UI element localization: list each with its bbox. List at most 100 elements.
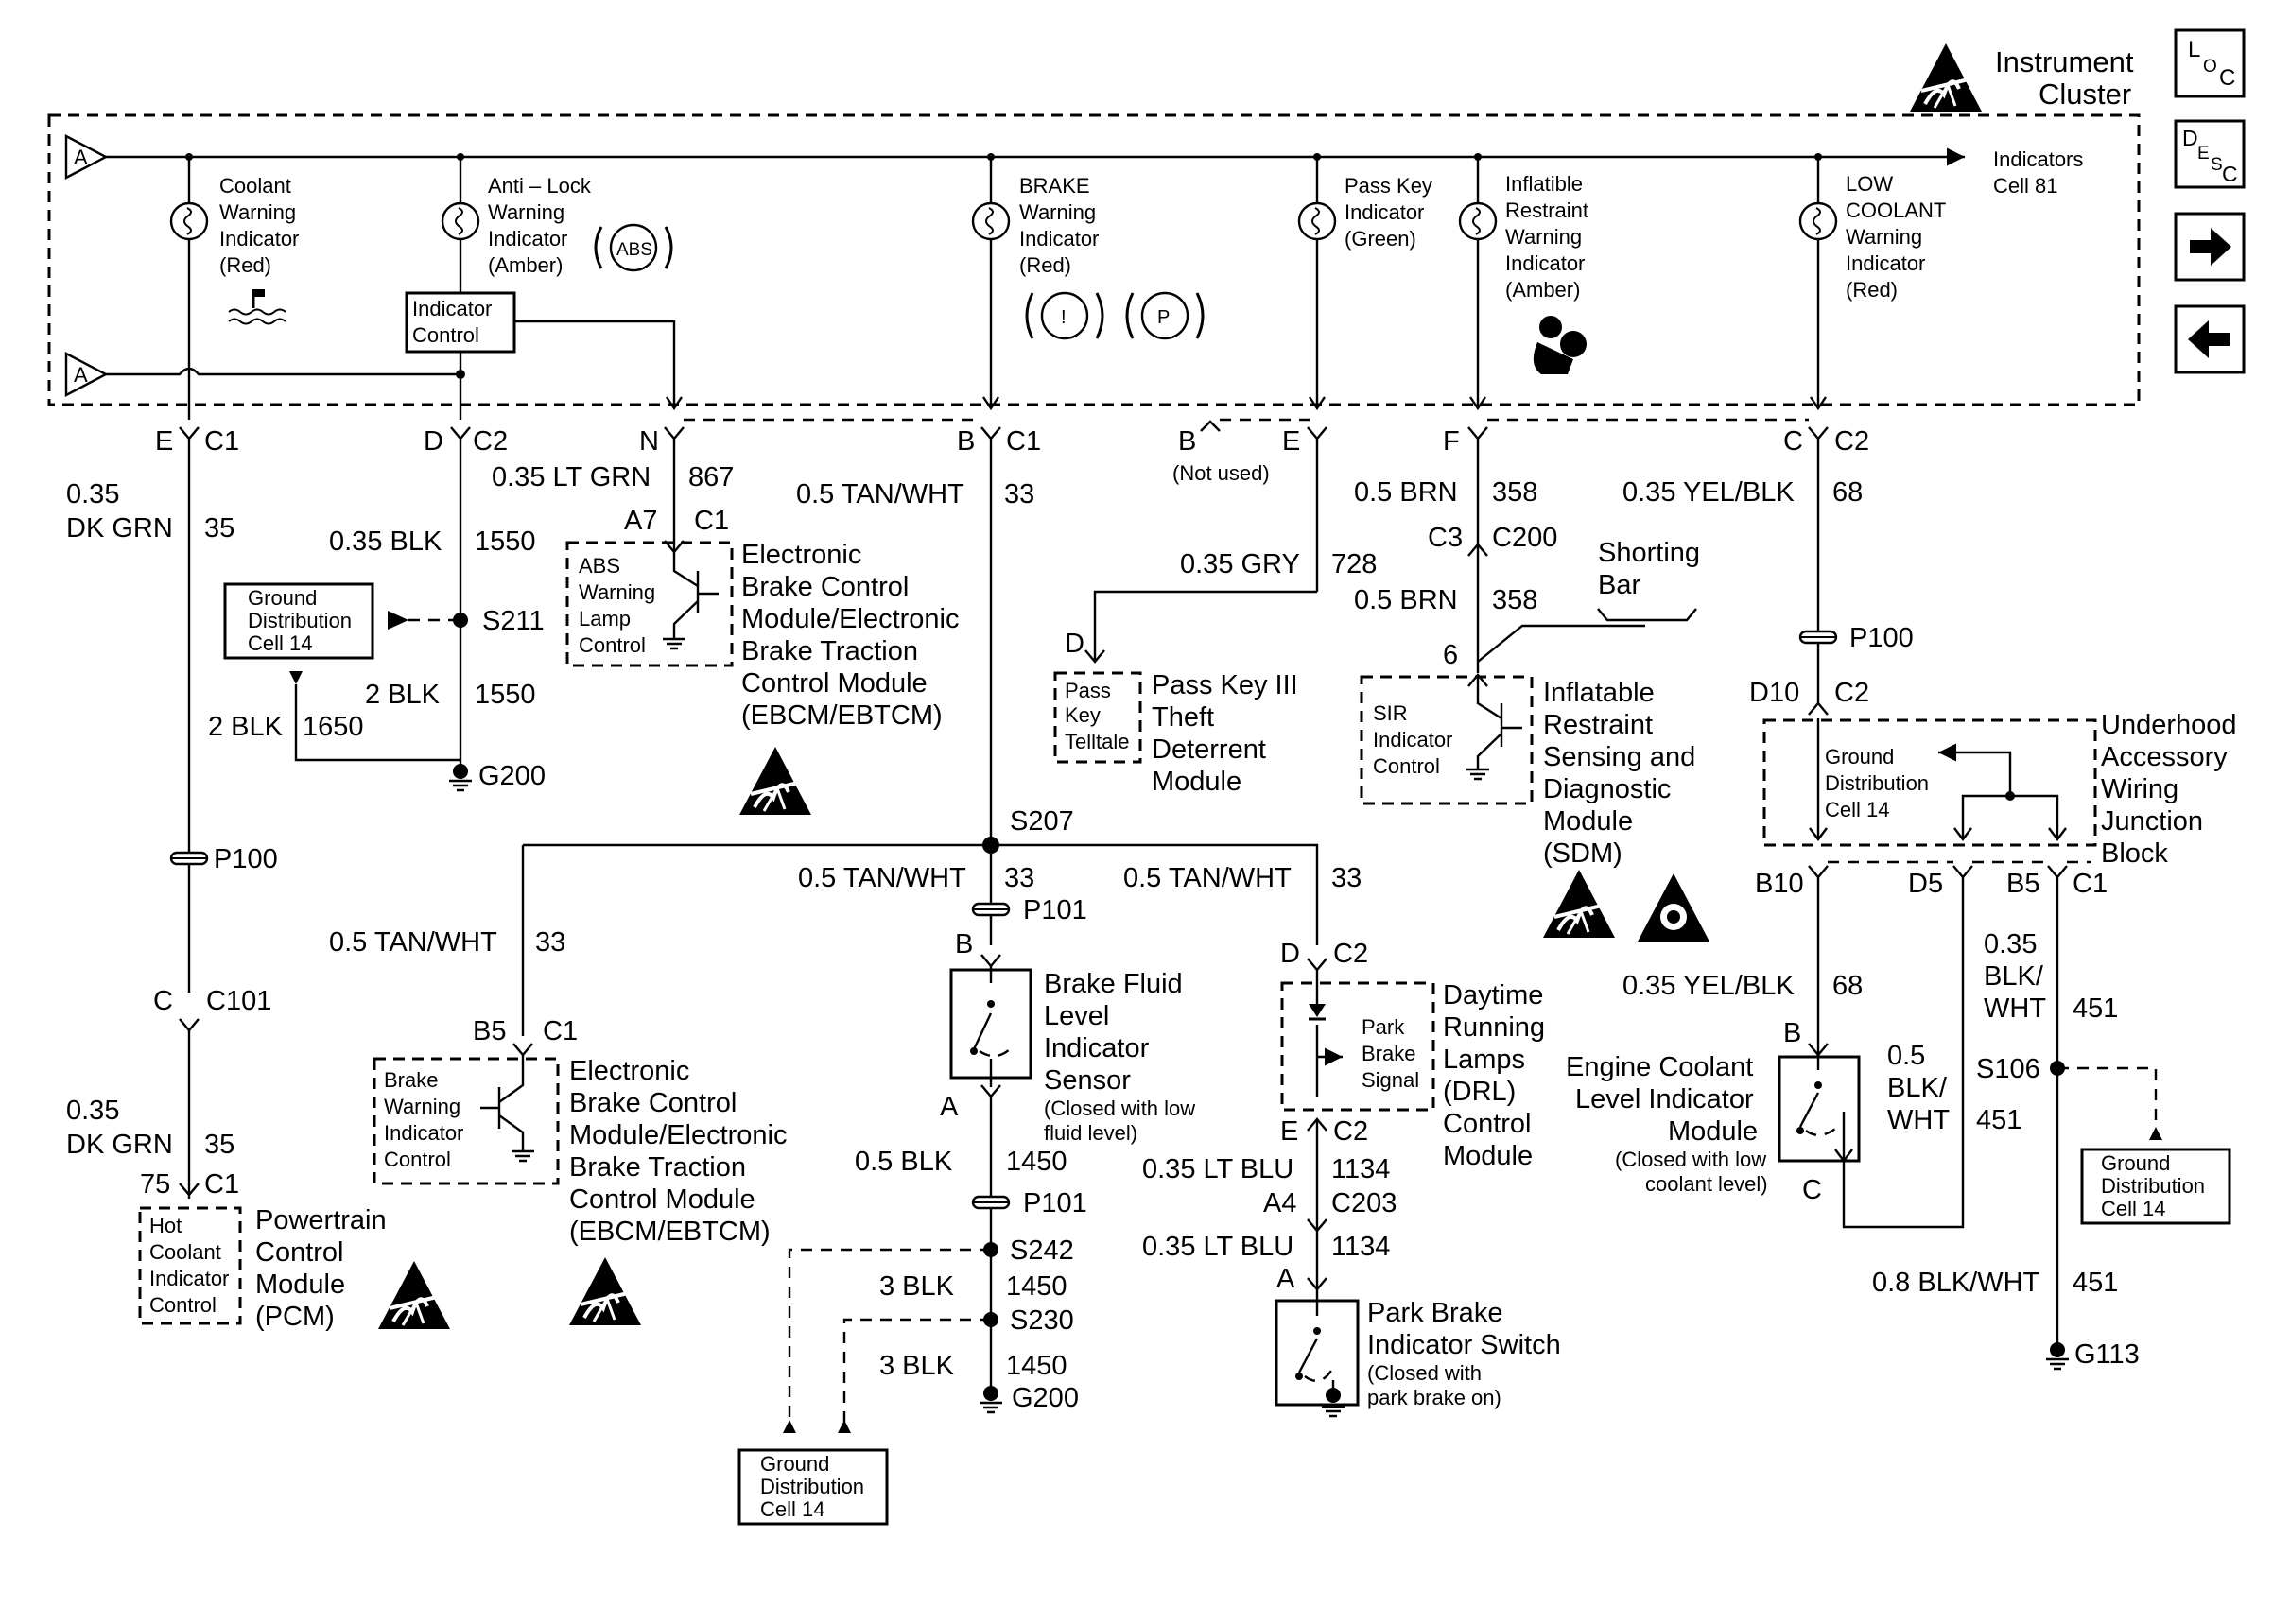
diagram-label: B5	[2006, 869, 2039, 899]
diagram-label: (EBCM/EBTCM)	[741, 700, 943, 731]
diagram-label: (Closed with low	[1615, 1148, 1766, 1171]
diagram-label: 451	[1976, 1105, 2021, 1135]
diagram-label: S	[2211, 155, 2223, 175]
diagram-label: C1	[694, 506, 729, 536]
diagram-label: D5	[1908, 869, 1943, 899]
diagram-label: Coolant	[219, 174, 291, 198]
next-arrow-button[interactable]	[2174, 212, 2246, 282]
diagram-label: Control	[579, 633, 646, 657]
indicators-ref: Indicators	[1993, 147, 2083, 171]
bus-ref-triangle-top	[64, 134, 109, 180]
engine-coolant-level-module: C Engine Coolant Level Indicator Module …	[1566, 1052, 1861, 1205]
diagram-label: DK GRN	[66, 513, 173, 544]
diagram-label: Signal	[1362, 1068, 1419, 1092]
uab-outputs: B10 D5 B5 C1 0.35 YEL/BLK 68 B 0.5 BLK/ …	[1622, 860, 2231, 1371]
diagram-label: A	[1276, 1264, 1295, 1294]
diagram-label: Warning	[384, 1095, 460, 1118]
coolant-temp-icon	[228, 289, 286, 325]
diagram-label: Inflatable	[1543, 678, 1655, 708]
g200-bottom: G200	[1012, 1383, 1079, 1413]
diagram-label: Lamp	[579, 607, 631, 631]
diagram-label: ABS	[616, 240, 652, 260]
diagram-label: BRAKE	[1019, 174, 1090, 198]
diagram-label: Control	[1443, 1109, 1532, 1139]
p101-top: P101	[1023, 895, 1087, 925]
diagram-label: BLK/	[1887, 1073, 1948, 1103]
diagram-label: (Red)	[1846, 278, 1898, 302]
low-coolant-circuit: 0.35 YEL/BLK 68 P100 D10 C2	[1622, 439, 1914, 716]
p100-right: P100	[1849, 623, 1914, 653]
diagram-label: E	[1280, 1116, 1298, 1147]
pass-key-indicator: Pass Key Indicator (Green)	[1297, 157, 1432, 411]
diagram-label: Diagnostic	[1543, 774, 1671, 804]
diagram-label: Cell 14	[1825, 798, 1889, 821]
diagram-label: D	[1065, 629, 1084, 659]
park-brake-icon: P	[1125, 291, 1205, 340]
diagram-label: 451	[2073, 1268, 2118, 1298]
diagram-label: C	[2219, 65, 2235, 91]
diagram-label: 35	[204, 513, 234, 544]
diagram-label: Brake Control	[741, 572, 909, 602]
diagram-label: (Not used)	[1172, 461, 1270, 485]
ebcm-abs-lamp-control: 0.35 LT GRN 867 A7 C1 ABS Warning Lamp C…	[492, 439, 960, 817]
diagram-label: (Closed with	[1367, 1361, 1482, 1385]
back-arrow-button[interactable]	[2174, 304, 2246, 374]
ground-g200-circuit: 0.35 BLK 1550 S211 Ground Distribution C…	[208, 439, 546, 792]
diagram-label: Indicator	[412, 297, 492, 320]
arrow-right-icon	[2190, 228, 2231, 266]
diagram-label: C1	[204, 1169, 239, 1200]
diagram-label: 0.35 BLK	[329, 527, 442, 557]
diagram-label: Level Indicator	[1575, 1084, 1754, 1114]
diagram-label: L	[2188, 37, 2200, 62]
loc-button[interactable]: L O C	[2174, 28, 2246, 98]
diagram-label: Level	[1044, 1001, 1109, 1031]
diagram-label: (Green)	[1345, 227, 1416, 251]
diagram-label: Brake Fluid	[1044, 969, 1183, 999]
esd-sensitive-icon	[737, 745, 813, 817]
diagram-label: BLK/	[1984, 961, 2044, 992]
airbag-warning-icon	[1638, 873, 1709, 942]
bus-ref-triangle-bottom	[64, 352, 109, 397]
diagram-label: Brake Traction	[741, 636, 918, 666]
low-coolant-warning-indicator: LOW COOLANT Warning Indicator (Red)	[1798, 157, 1946, 411]
diagram-label: Deterrent	[1152, 734, 1266, 765]
diagram-label: D	[424, 426, 443, 457]
esd-sensitive-icon	[1908, 42, 1984, 113]
arrow-left-icon	[2188, 320, 2230, 358]
diagram-label: fluid level)	[1044, 1121, 1137, 1145]
underhood-accessory-junction-block: Ground Distribution Cell 14 Underhood Ac…	[1762, 710, 2237, 869]
diagram-label: 451	[2073, 993, 2118, 1024]
diagram-label: C	[153, 986, 173, 1016]
diagram-label: A	[74, 363, 88, 387]
diagram-label: N	[639, 426, 659, 457]
diagram-label: Control	[255, 1237, 344, 1268]
esd-sensitive-icon	[567, 1255, 643, 1327]
diagram-label: 0.35 YEL/BLK	[1622, 477, 1795, 508]
diagram-label: P	[1157, 307, 1170, 328]
diagram-label: 75	[140, 1169, 170, 1200]
diagram-label: 1450	[1006, 1271, 1067, 1302]
diagram-label: Cell 14	[248, 631, 312, 655]
diagram-label: Pass	[1065, 679, 1111, 702]
diagram-label: Restraint	[1543, 710, 1653, 740]
diagram-label: E	[1282, 426, 1300, 457]
diagram-label: C2	[1333, 939, 1368, 969]
diagram-label: Control	[384, 1148, 451, 1171]
diagram-label: Indicator	[1846, 251, 1925, 275]
diagram-label: Indicator	[488, 227, 567, 251]
diagram-label: B	[1783, 1018, 1801, 1048]
g113: G113	[2074, 1339, 2140, 1370]
diagram-label: Sensing and	[1543, 742, 1695, 772]
diagram-label: 2 BLK	[208, 712, 284, 742]
diagram-label: C	[1783, 426, 1803, 457]
diagram-label: 0.5 TAN/WHT	[1123, 863, 1292, 893]
diagram-label: Engine Coolant	[1566, 1052, 1753, 1082]
diagram-label: Ground	[1825, 745, 1894, 769]
instrument-cluster: Instrument Cluster A Indicators Cell 81 …	[47, 42, 2141, 420]
diagram-label: Cell 81	[1993, 174, 2057, 198]
esd-sensitive-icon	[376, 1259, 452, 1331]
diagram-label: Control Module	[741, 668, 928, 699]
desc-button[interactable]: D E S C	[2174, 119, 2246, 189]
diagram-label: Warning	[1846, 225, 1922, 249]
diagram-label: 1550	[475, 680, 536, 710]
